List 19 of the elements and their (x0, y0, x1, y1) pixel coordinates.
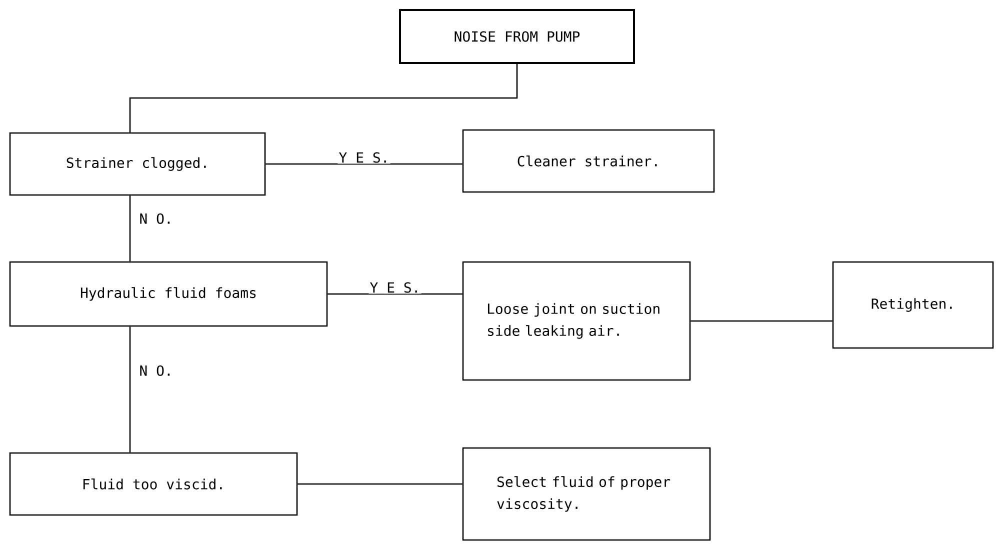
edge-label: N O. (138, 212, 174, 225)
edge-label: Y E S. (338, 151, 390, 164)
connector-line (690, 320, 832, 322)
process-box: Cleaner strainer. (462, 129, 715, 193)
connector-line (328, 293, 462, 295)
process-box: Retighten. (832, 261, 994, 349)
connector-line (266, 163, 462, 165)
connector-line (129, 64, 518, 132)
process-box: Strainer clogged. (9, 132, 266, 196)
edge-label: Y E S. (368, 281, 422, 294)
edge-label: N O. (138, 364, 174, 377)
connector-line (129, 196, 131, 262)
process-box: Select fluid of proper viscosity. (462, 447, 711, 541)
process-box: Hydraulic fluid foams (9, 261, 328, 327)
connector-line (129, 326, 131, 452)
process-box: Fluid too viscid. (9, 452, 298, 516)
process-box: NOISE FROM PUMP (399, 9, 635, 64)
connector-line (298, 483, 462, 485)
process-box: Loose joint on suction side leaking air. (462, 261, 691, 381)
